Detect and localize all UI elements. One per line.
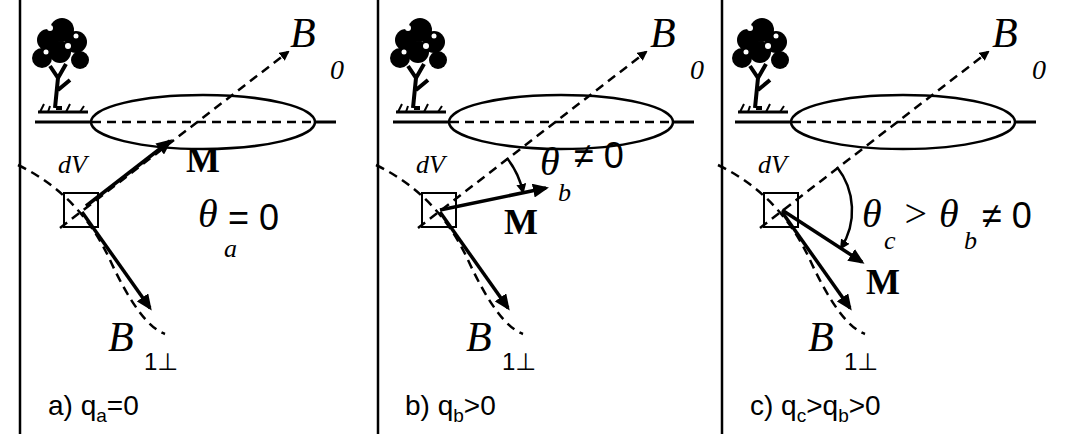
field-symbol: B xyxy=(108,316,134,358)
subscript: a xyxy=(224,236,237,262)
caption-text: a) q xyxy=(48,390,96,421)
caption-text: >0 xyxy=(849,390,881,421)
magnetization-vector xyxy=(782,210,862,262)
volume-label: dV xyxy=(58,152,87,178)
panel-a xyxy=(18,18,336,334)
angle-symbol: > θ xyxy=(902,194,959,234)
subscript: b xyxy=(558,180,571,206)
subscript: 1⊥ xyxy=(844,350,878,374)
panel-caption: a) qa=0 xyxy=(48,392,139,420)
subscript: c xyxy=(884,228,896,254)
subscript: 0 xyxy=(690,56,704,84)
caption-text: >q xyxy=(806,390,838,421)
caption-subscript: b xyxy=(838,405,849,426)
vector-label: M xyxy=(504,204,538,240)
panel-caption: c) qc>qb>0 xyxy=(750,392,881,420)
volume-label: dV xyxy=(758,152,787,178)
angle-value: ≠ 0 xyxy=(574,138,624,174)
caption-subscript: c xyxy=(797,405,807,426)
angle-arc xyxy=(507,158,523,192)
caption-text: =0 xyxy=(107,390,139,421)
subscript: 0 xyxy=(1032,56,1046,84)
subscript: 0 xyxy=(330,56,344,84)
vector-label: M xyxy=(866,264,900,300)
angle-value: ≠ 0 xyxy=(982,198,1032,234)
angle-symbol: θ xyxy=(540,142,560,182)
angle-symbol: θ xyxy=(198,194,218,234)
panel-b xyxy=(376,18,694,334)
panel-divider xyxy=(20,0,722,434)
vector-label: M xyxy=(186,142,220,178)
field-symbol: B xyxy=(992,12,1018,54)
caption-text: b) q xyxy=(405,390,453,421)
caption-subscript: a xyxy=(96,405,107,426)
angle-arc xyxy=(837,167,852,248)
field-symbol: B xyxy=(290,12,316,54)
angle-symbol: θ xyxy=(862,194,882,234)
panel-c xyxy=(718,18,1036,334)
magnetization-vector xyxy=(86,141,170,206)
field-symbol: B xyxy=(650,12,676,54)
field-symbol: B xyxy=(808,316,834,358)
field-symbol: B xyxy=(466,316,492,358)
caption-text: >0 xyxy=(464,390,496,421)
angle-value: = 0 xyxy=(228,200,279,236)
subscript: 1⊥ xyxy=(144,350,178,374)
panel-caption: b) qb>0 xyxy=(405,392,496,420)
subscript: b xyxy=(964,228,977,254)
subscript: 1⊥ xyxy=(502,350,536,374)
caption-subscript: b xyxy=(453,405,464,426)
caption-text: c) q xyxy=(750,390,797,421)
volume-label: dV xyxy=(416,152,445,178)
